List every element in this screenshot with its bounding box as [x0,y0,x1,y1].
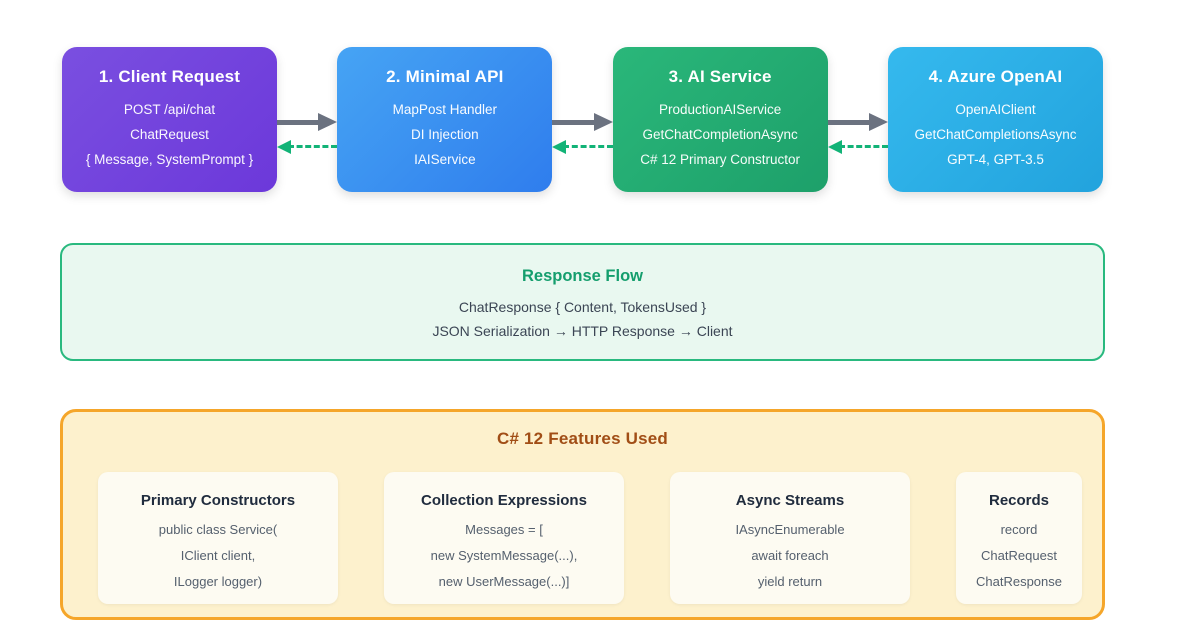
feature-card-line: record [1000,522,1038,537]
node-details: POST /api/chat ChatRequest { Message, Sy… [62,97,277,172]
arrow-head-icon [552,140,567,154]
response-flow-title: Response Flow [521,267,644,285]
feature-card-title: Collection Expressions [421,492,587,509]
response-flow-line: JSON Serialization → HTTP Response → Cli… [432,323,733,339]
flow-node-ai-service: 3. AI Service ProductionAIService GetCha… [612,47,828,192]
node-detail-line: DI Injection [411,127,479,142]
response-flow-panel: Response Flow ChatResponse { Content, To… [60,243,1105,361]
feature-card-line: yield return [757,574,823,589]
feature-card-primary-constructors: Primary Constructors public class Servic… [98,472,338,604]
node-details: MapPost Handler DI Injection IAIService [337,97,552,172]
arrow-shaft [563,144,613,148]
feature-card-collection-expressions: Collection Expressions Messages = [ new … [384,472,624,604]
node-detail-line: GetChatCompletionsAsync [914,127,1077,142]
response-flow-details: ChatResponse { Content, TokensUsed } JSO… [62,295,1103,343]
node-detail-line: ProductionAIService [659,102,782,117]
arrow-head-icon [277,140,291,154]
response-arrow-icon [827,140,888,154]
feature-card-details: record ChatRequest ChatResponse [956,517,1082,595]
node-title: 3. AI Service [668,67,772,86]
node-title: 2. Minimal API [386,67,504,86]
node-details: OpenAIClient GetChatCompletionsAsync GPT… [888,97,1103,172]
feature-card-line: new UserMessage(...)] [438,574,570,589]
node-detail-line: C# 12 Primary Constructor [640,152,801,167]
arrow-shaft [838,144,888,148]
feature-card-line: public class Service( [158,522,278,537]
feature-card-records: Records record ChatRequest ChatResponse [956,472,1082,604]
node-detail-line: POST /api/chat [123,102,216,117]
feature-card-line: IAsyncEnumerable [735,522,845,537]
feature-card-details: IAsyncEnumerable await foreach yield ret… [670,517,910,595]
arrow-head-icon [868,113,888,131]
feature-card-line: ChatRequest [981,548,1057,563]
feature-card-line: IClient client, [180,548,256,563]
connector-3 [827,47,888,192]
connector-1 [277,47,338,192]
feature-card-details: Messages = [ new SystemMessage(...), new… [384,517,624,595]
node-detail-line: IAIService [414,152,476,167]
arrow-shaft [827,119,873,125]
node-title: 4. Azure OpenAI [928,67,1063,86]
arrow-shaft [552,119,598,125]
node-detail-line: GetChatCompletionAsync [642,127,798,142]
response-arrow-icon [552,140,613,154]
node-detail-line: GPT-4, GPT-3.5 [947,152,1044,167]
feature-card-line: ChatResponse [976,574,1062,589]
pipeline-row: 1. Client Request POST /api/chat ChatReq… [62,47,1103,192]
feature-card-title: Async Streams [735,492,845,509]
feature-card-details: public class Service( IClient client, IL… [98,517,338,595]
flow-node-client-request: 1. Client Request POST /api/chat ChatReq… [62,47,277,192]
response-arrow-icon [277,140,338,154]
arrow-shaft [277,119,323,125]
feature-card-line: await foreach [751,548,829,563]
node-details: ProductionAIService GetChatCompletionAsy… [613,97,828,172]
feature-card-line: Messages = [ [465,522,543,537]
arrow-head-icon [827,140,842,154]
flow-node-azure-openai: 4. Azure OpenAI OpenAIClient GetChatComp… [887,47,1103,192]
node-detail-line: MapPost Handler [392,102,497,117]
arrow-head-icon [318,113,338,131]
feature-card-line: ILogger logger) [173,574,263,589]
connector-2 [552,47,613,192]
features-panel-title: C# 12 Features Used [496,429,669,448]
feature-card-async-streams: Async Streams IAsyncEnumerable await for… [670,472,910,604]
feature-cards-row: Primary Constructors public class Servic… [63,472,1102,604]
node-title: 1. Client Request [98,67,241,86]
feature-card-title: Records [988,492,1050,509]
arrow-shaft [288,144,338,148]
node-detail-line: { Message, SystemPrompt } [85,152,254,167]
arrow-head-icon [593,113,613,131]
node-detail-line: ChatRequest [130,127,209,142]
node-detail-line: OpenAIClient [955,102,1036,117]
request-arrow-icon [827,113,888,131]
request-arrow-icon [552,113,613,131]
flow-node-minimal-api: 2. Minimal API MapPost Handler DI Inject… [337,47,553,192]
request-arrow-icon [277,113,338,131]
feature-card-line: new SystemMessage(...), [430,548,578,563]
response-flow-line: ChatResponse { Content, TokensUsed } [458,299,707,315]
features-panel: C# 12 Features Used Primary Constructors… [60,409,1105,620]
feature-card-title: Primary Constructors [140,492,296,509]
